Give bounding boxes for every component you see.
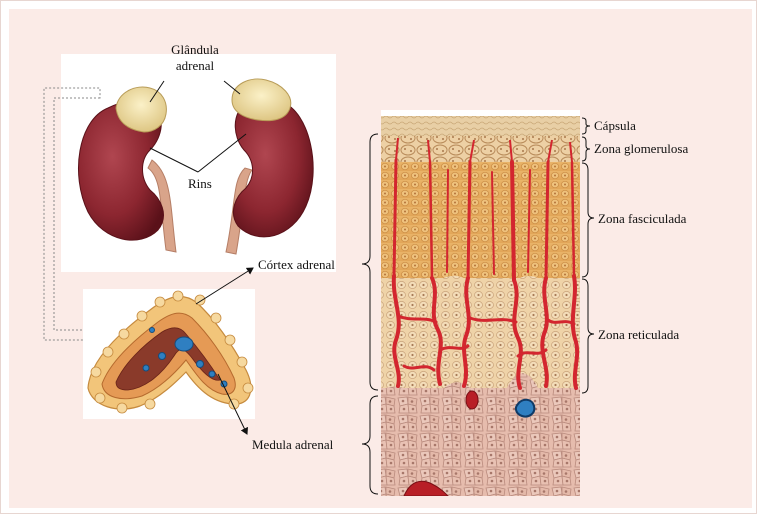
- label-zona-glomerulosa: Zona glomerulosa: [594, 141, 688, 156]
- label-rins: Rins: [188, 176, 212, 191]
- label-glandula-line2: adrenal: [163, 58, 227, 73]
- fasciculata-layer: [381, 162, 580, 282]
- medulla-artery: [466, 391, 478, 409]
- vein-main: [175, 337, 193, 351]
- label-medula-adrenal: Medula adrenal: [252, 437, 333, 452]
- label-capsula: Cápsula: [594, 118, 636, 133]
- kidneys-illustration: [61, 54, 336, 272]
- label-glandula-line1: Glândula: [163, 42, 227, 57]
- medulla-vein: [516, 400, 534, 417]
- histology-column: [381, 110, 580, 496]
- capsule-layer: [381, 116, 580, 136]
- label-cortex-adrenal: Córtex adrenal: [258, 257, 335, 272]
- reticularis-layer: [381, 278, 580, 390]
- adrenal-cross-section: [83, 289, 255, 419]
- label-zona-fasciculada: Zona fasciculada: [598, 211, 686, 226]
- label-zona-reticulada: Zona reticulada: [598, 327, 679, 342]
